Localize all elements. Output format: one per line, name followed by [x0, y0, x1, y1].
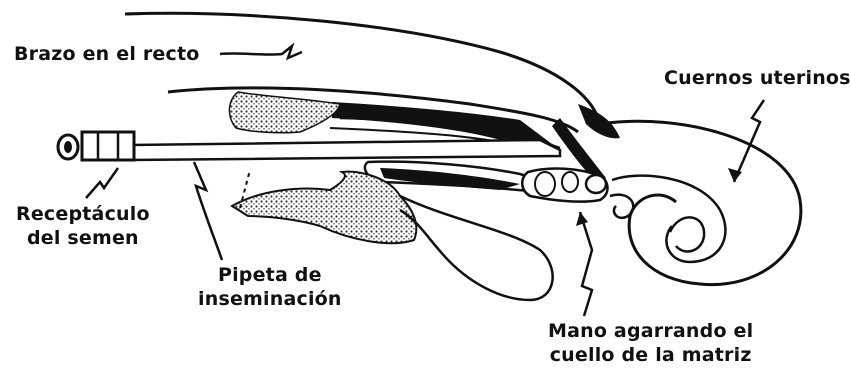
label-mano-line1: Mano agarrando el	[548, 319, 753, 343]
pipette-tube	[130, 140, 560, 160]
label-brazo: Brazo en el recto	[14, 42, 200, 66]
leader-pipeta	[194, 162, 222, 260]
arrowhead-mano	[576, 212, 588, 226]
label-receptaculo-line2: del semen	[16, 226, 150, 250]
tract-loop	[400, 196, 553, 300]
label-mano-line2: cuello de la matriz	[548, 343, 753, 367]
leader-mano	[580, 212, 592, 316]
receptacle-body	[82, 132, 134, 160]
rectum-wall	[229, 92, 340, 133]
label-pipeta-line2: inseminación	[198, 287, 342, 311]
uterine-horn-loop	[610, 195, 633, 218]
uterine-horn-small	[670, 217, 704, 251]
leader-brazo	[220, 46, 302, 58]
label-mano: Mano agarrando el cuello de la matriz	[548, 319, 753, 367]
label-receptaculo-line1: Receptáculo	[16, 202, 150, 226]
label-pipeta: Pipeta de inseminación	[198, 263, 342, 311]
label-receptaculo: Receptáculo del semen	[16, 202, 150, 250]
label-pipeta-line1: Pipeta de	[198, 263, 342, 287]
label-cuernos: Cuernos uterinos	[664, 66, 851, 90]
leader-recep	[86, 168, 118, 198]
